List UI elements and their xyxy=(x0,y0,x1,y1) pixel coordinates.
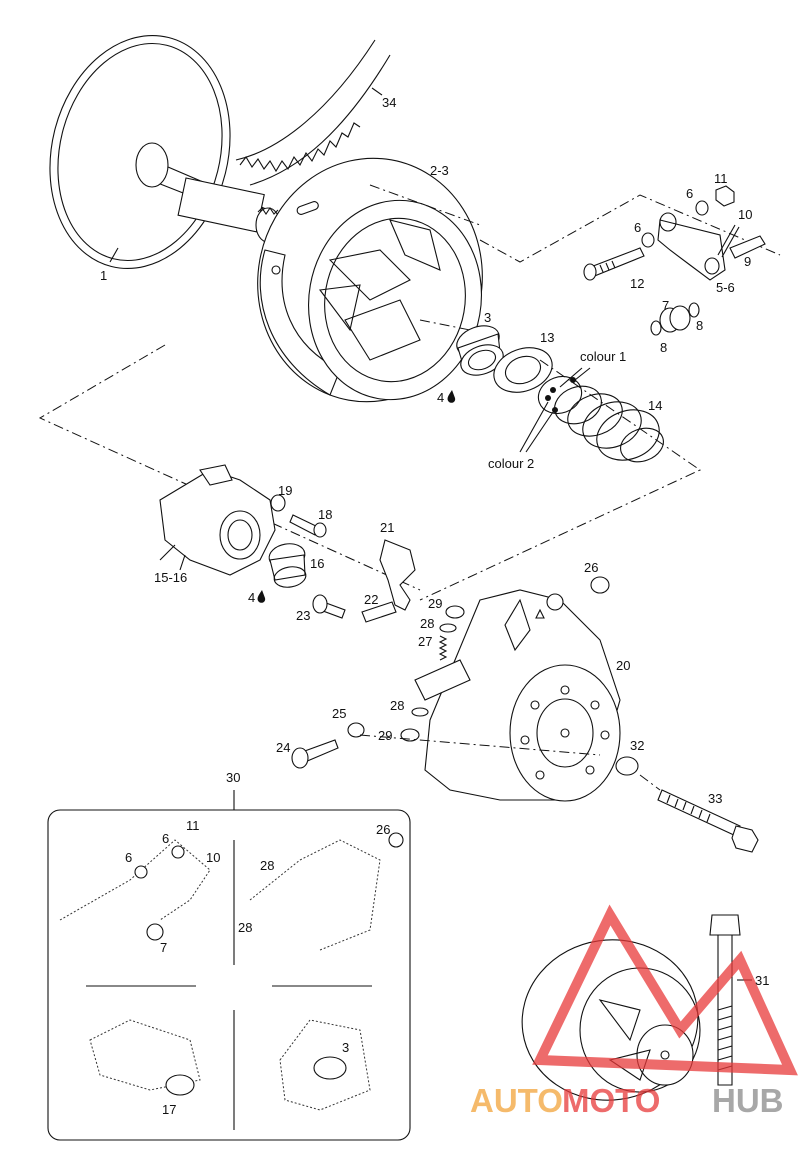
part-5-6-roller-arm xyxy=(657,212,726,281)
callout-2-3: 2-3 xyxy=(430,163,449,178)
part-2-3-sliding-sheave xyxy=(257,157,483,403)
callout-10: 10 xyxy=(738,207,752,222)
part-19-washer xyxy=(270,494,286,512)
part-16-bushing xyxy=(268,543,307,588)
part-15-16-spider-housing xyxy=(159,464,276,576)
callout-25: 25 xyxy=(332,706,346,721)
inset-callout-28-upper: 28 xyxy=(260,858,274,873)
callout-23: 23 xyxy=(296,608,310,623)
callout-14: 14 xyxy=(648,398,662,413)
part-29-cap xyxy=(400,605,465,742)
callout-4-lower: 4 xyxy=(248,590,255,605)
callout-4-upper: 4 xyxy=(437,390,444,405)
callout-26: 26 xyxy=(584,560,598,575)
part-12-pin xyxy=(583,247,645,281)
callout-13: 13 xyxy=(540,330,554,345)
callout-7: 7 xyxy=(662,298,669,313)
callout-colour-2: colour 2 xyxy=(488,456,534,471)
part-27-spring xyxy=(438,635,448,661)
callout-31: 31 xyxy=(755,973,769,988)
inset-labels: 11 6 6 10 7 26 28 28 3 17 xyxy=(125,818,390,1117)
callout-29-upper: 29 xyxy=(428,596,442,611)
callout-22: 22 xyxy=(364,592,378,607)
callout-5-6: 5-6 xyxy=(716,280,735,295)
callout-12: 12 xyxy=(630,276,644,291)
callout-labels: 1 34 2-3 3 4 13 colour 1 colour 2 14 5-6… xyxy=(100,95,769,988)
callout-34: 34 xyxy=(382,95,396,110)
callout-9: 9 xyxy=(744,254,751,269)
part-10-cotter-pin xyxy=(717,224,740,258)
part-8-washer xyxy=(650,302,700,336)
watermark-logo: AUTO MOTO HUB xyxy=(470,904,798,1119)
axis-line-2 xyxy=(639,774,661,791)
part-9-pin xyxy=(729,235,766,259)
callout-18: 18 xyxy=(318,507,332,522)
callout-20: 20 xyxy=(616,658,630,673)
part-21-ramp-lever xyxy=(379,539,416,611)
part-18-screw xyxy=(289,514,327,538)
callout-1: 1 xyxy=(100,268,107,283)
watermark-triangle-mark xyxy=(532,904,798,1076)
callout-21: 21 xyxy=(380,520,394,535)
callout-3: 3 xyxy=(484,310,491,325)
part-33-bolt xyxy=(657,789,759,853)
inset-callout-3: 3 xyxy=(342,1040,349,1055)
part-34-drive-belt xyxy=(235,39,391,186)
inset-callout-11: 11 xyxy=(186,818,200,833)
callout-11: 11 xyxy=(714,171,728,186)
callout-28-lower: 28 xyxy=(390,698,404,713)
part-7-roller xyxy=(659,305,691,333)
watermark-word-moto: MOTO xyxy=(562,1082,660,1119)
inset-callout-6-upper: 6 xyxy=(162,831,169,846)
inset-callout-7: 7 xyxy=(160,940,167,955)
part-23-screw xyxy=(312,594,346,619)
callout-15-16: 15-16 xyxy=(154,570,187,585)
part-25-washer xyxy=(347,722,365,738)
callout-16: 16 xyxy=(310,556,324,571)
part-3-bushing xyxy=(456,325,504,376)
part-31-bolt xyxy=(709,914,752,1086)
callout-colour-1: colour 1 xyxy=(580,349,626,364)
governor-bolt-holes xyxy=(520,685,610,780)
watermark-word-hub: HUB xyxy=(712,1082,784,1119)
part-11-nut xyxy=(715,185,735,207)
callout-24: 24 xyxy=(276,740,290,755)
part-28-oring xyxy=(411,623,457,717)
callout-8-left: 8 xyxy=(660,340,667,355)
axis-line xyxy=(359,734,601,756)
part-32-washer xyxy=(615,756,639,776)
inset-box-30 xyxy=(47,790,411,1141)
part-6-washer xyxy=(641,200,709,248)
inset-callout-10: 10 xyxy=(206,850,220,865)
callout-29-lower: 29 xyxy=(378,728,392,743)
oil-drop-icon xyxy=(447,390,456,403)
inset-callout-17: 17 xyxy=(162,1102,176,1117)
callout-19: 19 xyxy=(278,483,292,498)
inset-callout-26: 26 xyxy=(376,822,390,837)
part-20-governor-body xyxy=(414,589,621,802)
oil-drop-icon-2 xyxy=(257,590,266,603)
part-22-pin xyxy=(361,601,397,623)
callout-8-right: 8 xyxy=(696,318,703,333)
assembly-outline-lower xyxy=(38,344,702,601)
part-1-pulley-sheave xyxy=(49,34,292,270)
callout-27: 27 xyxy=(418,634,432,649)
watermark-word-auto: AUTO xyxy=(470,1082,563,1119)
callout-33: 33 xyxy=(708,791,722,806)
part-26-nut xyxy=(590,576,610,594)
part-13-seal xyxy=(493,347,553,393)
inset-callout-28-lower: 28 xyxy=(238,920,252,935)
inset-callout-6-lower: 6 xyxy=(125,850,132,865)
part-24-screw xyxy=(291,739,339,769)
callout-30: 30 xyxy=(226,770,240,785)
callout-6-upper: 6 xyxy=(686,186,693,201)
assembly-outline-upper xyxy=(479,194,781,263)
callout-32: 32 xyxy=(630,738,644,753)
callout-6-lower: 6 xyxy=(634,220,641,235)
callout-28-upper: 28 xyxy=(420,616,434,631)
